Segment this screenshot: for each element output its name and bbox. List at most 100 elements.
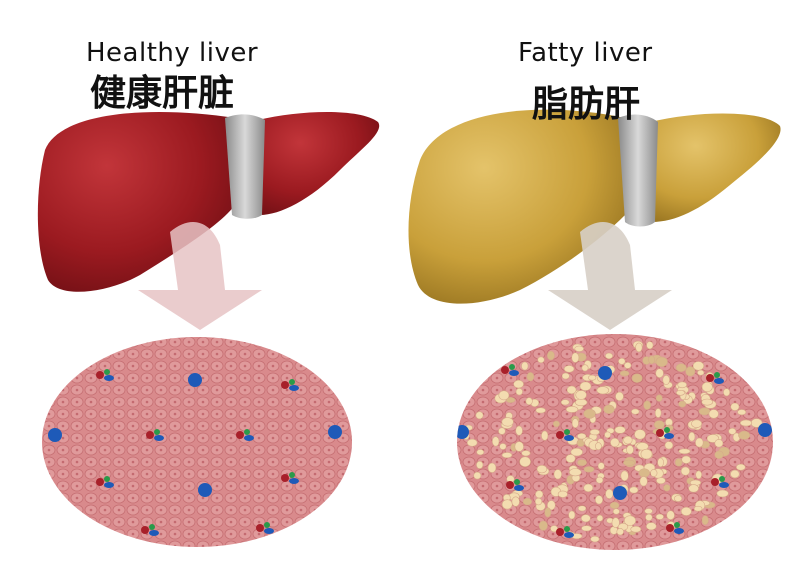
red-cell xyxy=(501,366,509,374)
fat-droplet xyxy=(688,484,699,493)
nucleus xyxy=(198,483,212,497)
fat-droplet xyxy=(526,372,535,382)
red-cell xyxy=(281,381,289,389)
fat-droplet xyxy=(534,497,543,506)
fat-droplet xyxy=(604,431,611,439)
fat-droplet xyxy=(476,449,485,456)
red-cell xyxy=(141,526,149,534)
fat-droplet xyxy=(738,430,751,440)
fat-droplet xyxy=(634,429,646,440)
fat-droplet xyxy=(590,535,600,543)
fat-droplet xyxy=(673,495,683,502)
nucleus xyxy=(457,425,469,439)
fat-droplet xyxy=(571,418,579,429)
fat-droplet xyxy=(475,411,484,420)
fat-droplet xyxy=(646,341,654,350)
fat-droplet xyxy=(597,462,605,470)
fat-droplet xyxy=(583,408,596,419)
fat-droplet xyxy=(515,425,523,436)
fat-droplet xyxy=(631,373,643,383)
fat-droplet xyxy=(693,505,703,512)
fat-droplet xyxy=(552,420,560,428)
healthy-liver-label-en: Healthy liver xyxy=(86,38,259,68)
fat-droplet xyxy=(639,476,648,487)
red-cell xyxy=(656,429,664,437)
fat-droplet xyxy=(501,499,513,510)
fat-droplet xyxy=(580,514,591,523)
fat-droplet xyxy=(566,385,577,395)
nucleus xyxy=(509,370,519,376)
fat-droplet xyxy=(666,510,675,521)
fat-droplet xyxy=(574,345,585,352)
green-cell xyxy=(149,524,155,530)
fat-droplet xyxy=(557,490,568,498)
fat-droplet xyxy=(610,437,620,448)
fat-droplet xyxy=(644,508,653,514)
fat-droplet xyxy=(678,400,687,408)
green-cell xyxy=(514,479,520,485)
nucleus xyxy=(48,428,62,442)
fat-droplet xyxy=(513,379,524,389)
fat-droplet xyxy=(654,408,662,418)
red-cell xyxy=(711,478,719,486)
fat-droplet xyxy=(685,366,696,377)
fat-droplet xyxy=(544,507,552,518)
fat-droplet xyxy=(538,520,548,531)
green-cell xyxy=(289,379,295,385)
fatty-tissue-view xyxy=(457,334,773,550)
nucleus xyxy=(264,528,274,534)
fat-droplet xyxy=(653,420,665,430)
fat-droplet xyxy=(536,465,548,474)
fat-droplet xyxy=(701,381,713,393)
fat-droplet xyxy=(611,517,620,528)
fat-droplet xyxy=(636,442,649,451)
fat-droplet xyxy=(623,459,635,466)
fat-droplet xyxy=(581,364,589,372)
green-cell xyxy=(509,364,515,370)
fat-droplet xyxy=(550,525,558,533)
fat-droplet xyxy=(626,445,634,455)
fat-droplet xyxy=(609,501,620,510)
green-cell xyxy=(289,472,295,478)
fat-droplet xyxy=(501,452,513,459)
fat-droplet xyxy=(588,374,597,381)
nucleus xyxy=(149,530,159,536)
fat-droplet xyxy=(678,448,691,455)
fat-droplet xyxy=(466,438,478,447)
fatty-liver-label-en: Fatty liver xyxy=(518,38,653,68)
fat-droplet xyxy=(576,433,587,440)
fat-droplet xyxy=(648,355,655,365)
red-cell xyxy=(706,374,714,382)
fat-droplet xyxy=(476,460,484,469)
fat-droplet xyxy=(498,427,506,435)
fat-droplet xyxy=(577,505,587,512)
nucleus xyxy=(104,375,114,381)
fat-droplet xyxy=(521,450,531,457)
fat-droplet xyxy=(623,515,636,526)
fat-droplet xyxy=(541,430,549,441)
fat-droplet xyxy=(645,522,657,531)
fat-droplet xyxy=(511,496,520,507)
green-cell xyxy=(104,369,110,375)
fat-droplet xyxy=(701,398,714,406)
fat-droplet xyxy=(623,435,633,445)
fat-droplet xyxy=(677,381,688,389)
fat-droplet xyxy=(701,515,709,526)
nucleus xyxy=(613,486,627,500)
fat-droplet xyxy=(568,468,582,477)
nucleus xyxy=(758,423,772,437)
green-cell xyxy=(714,372,720,378)
green-cell xyxy=(719,476,725,482)
fat-droplet xyxy=(595,442,602,451)
fat-droplet xyxy=(596,514,604,522)
fat-droplet xyxy=(675,389,685,396)
fat-droplet xyxy=(640,448,653,460)
healthy-liver xyxy=(37,111,380,292)
fat-droplet xyxy=(675,363,687,373)
fat-droplet xyxy=(561,372,570,380)
fat-droplet xyxy=(730,402,740,411)
nucleus xyxy=(188,373,202,387)
red-cell xyxy=(506,481,514,489)
fat-droplet xyxy=(605,488,614,500)
fat-droplet xyxy=(596,386,610,395)
